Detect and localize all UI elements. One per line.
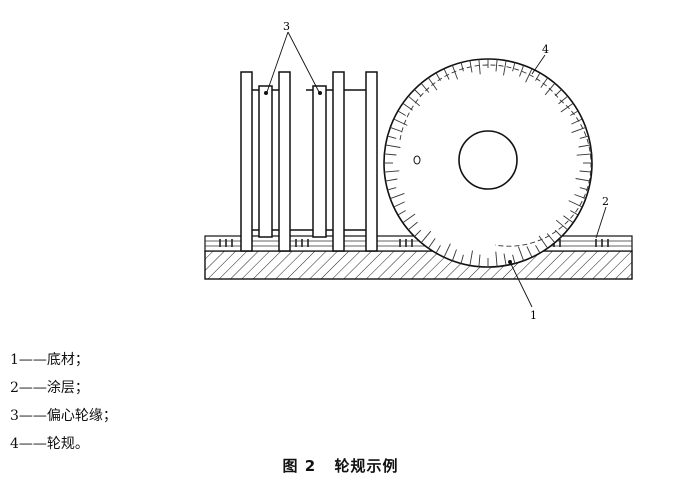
wheel-hub — [458, 130, 518, 190]
leader-lines — [266, 31, 607, 308]
eccentric-rim-right — [312, 85, 327, 238]
wheel-tick — [384, 153, 397, 156]
wheel-tick — [576, 153, 592, 156]
wheel-tick — [503, 60, 507, 76]
wheel-tick — [420, 83, 430, 93]
wheel-tick — [575, 178, 591, 182]
wheel-tick — [535, 72, 541, 81]
wheel-tick — [478, 254, 481, 267]
wheel-tick — [478, 59, 481, 75]
wheel-tick — [558, 95, 568, 105]
wheel-tick — [570, 110, 579, 116]
wheel-tick — [517, 246, 525, 261]
wheel-tick — [512, 254, 516, 264]
wheel-tick — [495, 59, 498, 72]
figure-number: 图 2 — [282, 457, 317, 475]
wheel-tick — [390, 192, 405, 200]
wheel-tick — [387, 187, 397, 191]
wheel-tick — [385, 178, 398, 182]
wheel-tick — [538, 235, 549, 249]
wheel-tick — [393, 201, 405, 208]
wheel-tick — [540, 77, 549, 88]
substrate — [204, 250, 633, 280]
wheel-tick — [535, 245, 541, 254]
callout-3: 3 — [283, 20, 290, 33]
wheel-tick — [443, 68, 450, 80]
callout-1: 1 — [530, 309, 537, 322]
outer-plate-left — [240, 71, 253, 252]
eccentric-rim-left — [258, 85, 273, 238]
wheel-tick — [571, 126, 586, 134]
outer-plate-right — [365, 71, 378, 252]
figure-title: 轮规示例 — [334, 457, 399, 475]
wheel-tick — [563, 215, 574, 224]
substrate-dot — [508, 260, 512, 264]
wheel-tick — [387, 135, 397, 139]
wheel-tick — [571, 118, 583, 125]
wheel-tick — [578, 144, 591, 148]
wheel-tick — [435, 245, 441, 254]
callout-4: 4 — [542, 43, 549, 56]
wheel-gauge — [383, 58, 593, 268]
wheel-mark — [413, 155, 421, 165]
wheel-tick — [443, 243, 451, 258]
legend-item: 1——底材； — [10, 352, 89, 368]
figure-caption: 图 2 轮规示例 — [0, 455, 681, 476]
wheel-tick — [427, 238, 436, 249]
legend-item: 4——轮规。 — [10, 436, 89, 452]
wheel-tick — [390, 126, 402, 132]
wheel-tick — [414, 89, 422, 97]
wheel-tick — [397, 210, 406, 216]
wheel-tick — [427, 77, 438, 91]
wheel-tick — [402, 213, 416, 224]
wheel-tick — [579, 135, 589, 139]
eccentric-rim-assembly — [240, 71, 378, 252]
wheel-tick — [469, 250, 473, 266]
wheel-tick — [451, 249, 457, 261]
wheel-tick — [503, 253, 507, 266]
legend-item: 3——偏心轮缘； — [10, 408, 117, 424]
legend: 1——底材； 2——涂层； 3——偏心轮缘； 4——轮规。 — [10, 346, 117, 458]
wheel-tick — [384, 170, 400, 173]
wheel-tick — [512, 62, 516, 72]
wheel-tick — [526, 246, 533, 258]
wheel-tick — [495, 251, 498, 267]
wheel-tick — [460, 254, 464, 264]
wheel-tick — [546, 233, 556, 243]
wheel-tick — [408, 221, 418, 231]
wheel-tick — [579, 170, 592, 173]
outer-plate-mid-left — [278, 71, 291, 252]
wheel-tick — [460, 62, 464, 72]
legend-item: 2——涂层； — [10, 380, 89, 396]
wheel-tick — [554, 89, 562, 97]
wheel-tick — [408, 95, 421, 107]
wheel-tick — [570, 210, 579, 216]
callout-2: 2 — [602, 195, 609, 208]
wheel-tick — [560, 102, 574, 113]
wheel-tick — [519, 65, 525, 77]
wheel-tick — [385, 144, 401, 148]
wheel-tick — [555, 219, 568, 231]
wheel-tick — [420, 230, 432, 243]
wheel-tick — [451, 65, 459, 80]
outer-plate-mid-right — [332, 71, 345, 252]
wheel-tick — [414, 229, 422, 237]
wheel-tick — [393, 118, 408, 126]
wheel-tick — [397, 110, 406, 116]
wheel-tick — [525, 68, 533, 83]
wheel-tick — [568, 200, 583, 208]
